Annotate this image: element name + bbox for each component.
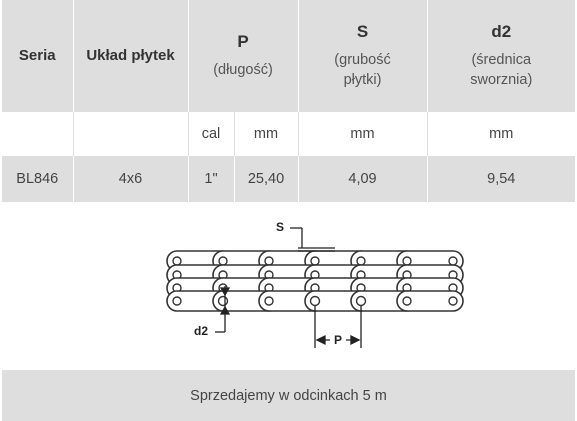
cell-p-mm: 25,40 xyxy=(234,156,299,202)
header-uklad: Układ płytek xyxy=(73,0,189,112)
unit-uklad xyxy=(73,112,189,156)
cell-s-mm: 4,09 xyxy=(298,156,428,202)
label-d2: d2 xyxy=(194,324,208,338)
unit-p-cal: cal xyxy=(188,112,235,156)
header-s-sub-1: (grubość xyxy=(334,52,391,68)
dimension-s xyxy=(290,227,335,252)
header-p: P (długość) xyxy=(188,0,299,112)
label-s: S xyxy=(276,220,284,234)
diagram-row: S d2 xyxy=(2,202,576,370)
chain-diagram-svg: S d2 xyxy=(166,220,464,348)
footer-note: Sprzedajemy w odcinkach 5 m xyxy=(190,387,387,404)
unit-p-mm: mm xyxy=(234,112,299,156)
unit-seria xyxy=(2,112,74,156)
cell-uklad: 4x6 xyxy=(73,156,189,202)
cell-seria: BL846 xyxy=(2,156,74,202)
units-row: cal mm mm mm xyxy=(2,112,576,156)
table-row: BL846 4x6 1" 25,40 4,09 9,54 xyxy=(2,156,576,202)
chain-diagram: S d2 xyxy=(2,202,575,370)
unit-s-mm: mm xyxy=(298,112,428,156)
dimension-d2 xyxy=(215,286,231,333)
cell-d2-mm: 9,54 xyxy=(487,171,516,187)
header-s-title: S xyxy=(356,22,369,41)
header-p-sub: (długość) xyxy=(213,62,273,78)
header-s-sub-2: płytki) xyxy=(343,72,382,88)
header-d2-title: d2 xyxy=(491,22,512,41)
cell-p-cal: 1" xyxy=(188,156,235,202)
header-seria: Seria xyxy=(2,0,74,112)
label-p: P xyxy=(334,333,342,347)
diagram-cell: S d2 xyxy=(2,202,575,370)
header-p-title: P xyxy=(237,32,249,51)
header-s: S (grubość płytki) xyxy=(298,0,428,112)
header-d2: d2 (średnica sworznia) xyxy=(427,0,575,112)
footer-row: Sprzedajemy w odcinkach 5 m xyxy=(2,370,576,421)
header-d2-sub-1: (średnica xyxy=(471,52,532,68)
header-row: Seria Układ płytek P (długość) S (gruboś… xyxy=(2,0,576,112)
header-d2-sub-2: sworznia) xyxy=(470,72,533,88)
unit-d2-mm: mm xyxy=(489,126,514,142)
